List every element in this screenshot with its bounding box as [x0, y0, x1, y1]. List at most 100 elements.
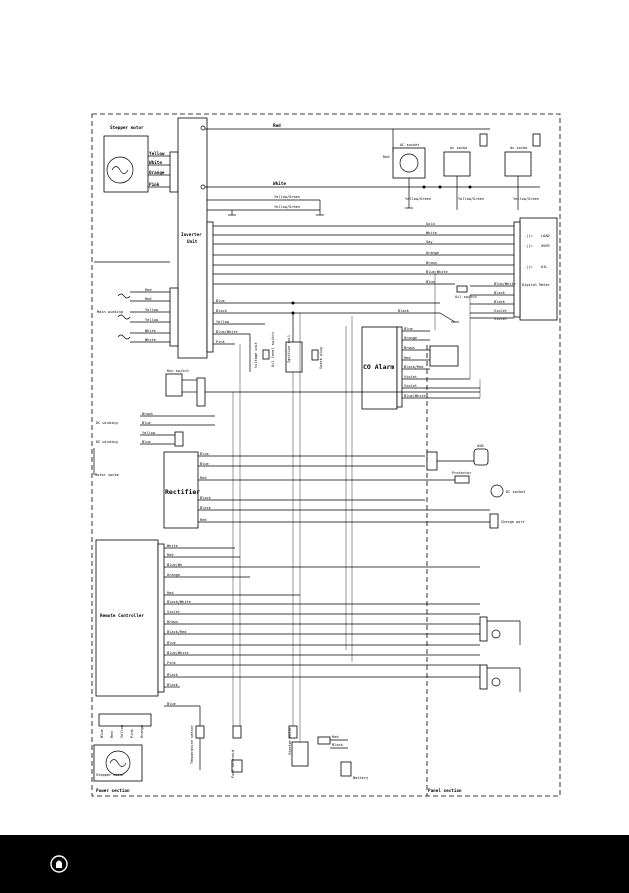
usb-port: USB: [426, 444, 489, 471]
co-wire-4: Red: [404, 356, 411, 360]
meter-led-mark-1: -||>: [524, 234, 533, 238]
meter-wire-5: Violet: [494, 317, 507, 321]
remote-right-switches: [479, 616, 521, 692]
black-wire-label: Black: [398, 309, 410, 313]
generator-block: Stepper motor Yellow White Orange Pink: [103, 125, 179, 193]
right-wires: Gold White Gay Orange Brown Blue/White B…: [213, 222, 520, 285]
dc-socket-a-label: dc socke: [450, 146, 467, 150]
rect-wire-1: Blue: [200, 452, 209, 456]
mw-wire-2: Red: [145, 297, 152, 301]
meter-wire-4: Violet: [494, 309, 507, 313]
ps-wire-1: Blue: [100, 729, 104, 738]
ps-wire-3: Yellow: [120, 724, 124, 738]
rwire-3: Gay: [426, 240, 433, 244]
meter-led-2: OVER: [541, 244, 550, 248]
co-wire-2: Orange: [404, 336, 417, 340]
trunk-wires: [232, 274, 481, 742]
rectifier-title: Rectifier: [165, 488, 200, 496]
rect-wire-6: Red: [200, 518, 207, 522]
part-spark: Spark plug: [319, 347, 323, 369]
gen-wire-2: White: [149, 160, 162, 166]
co-wire-6: Violet: [404, 375, 417, 379]
meter-led-mark-3: -||>: [524, 265, 533, 269]
dc-socket-a: dc socke Yellow/Green: [443, 146, 484, 210]
remote-wire-label: Brown: [167, 620, 178, 624]
dc-socket-a-yg: Yellow/Green: [458, 197, 484, 201]
top-wire-white: White: [273, 181, 286, 187]
inv-wire-4: Blue/White: [216, 330, 238, 334]
co-wire-1: Blue: [404, 327, 413, 331]
dc-socket-b-label: dc socke: [510, 146, 527, 150]
dc-socket-b-yg: Yellow/Green: [513, 197, 539, 201]
dcw2-wire-1: Yellow: [142, 431, 156, 435]
gen-wire-4: Pink: [149, 182, 160, 188]
battery-label: Battery: [353, 776, 369, 780]
inv-wire-5: Pink: [216, 340, 225, 344]
page-footer: [0, 835, 629, 893]
mw-wire-3: Yellow: [145, 308, 159, 312]
remote-wire-label: Violet: [167, 610, 180, 614]
dcw2-wire-2: Blue: [142, 440, 151, 444]
remote-wires: WhiteRedBlue/WhOrangeRedBlack/WhiteViole…: [164, 544, 480, 706]
meter-led-3: OIL: [541, 265, 548, 269]
inverter-lower-wires: Blue Black Yellow Blue/White Pink Black: [213, 299, 459, 345]
small-parts: Voltage unit Oil level switch Ignition c…: [249, 313, 323, 373]
dc-winding-label: DC winding: [96, 421, 118, 425]
co-wire-3: Brown: [404, 346, 415, 350]
charge-port: Charge port: [489, 513, 525, 529]
top-wires: Red White Yellow/Green Yellow/Green: [200, 123, 540, 216]
main-winding-label: Main winding: [97, 310, 123, 314]
bottom-black-label: Black: [332, 743, 344, 747]
ps-wire-4: Pink: [130, 729, 134, 738]
fuel-label: Fuel solenoid: [231, 750, 235, 778]
remote-wire-label: Black: [167, 683, 179, 687]
inv-wire-2: Black: [216, 309, 228, 313]
rectifier: Rectifier Blue Blue Red Black Black Red: [163, 451, 490, 529]
starter-label: Starter motor: [288, 726, 292, 755]
ac-socket-red: Red: [383, 155, 390, 159]
inverter-title-1: Inverter: [181, 232, 202, 238]
dc-socket-r-label: DC socket: [506, 490, 525, 494]
remote-controller: Remote Controller: [95, 539, 165, 697]
remote-bottom-wire-label: Blue: [167, 702, 176, 706]
remote-wire-label: Black: [167, 673, 179, 677]
digital-meter: Digital Meter -||> -||> -||> LOAD OVER O…: [470, 217, 558, 321]
remote-wire-label: Blue/Wh: [167, 563, 182, 567]
remote-wire-label: Blue: [167, 641, 176, 645]
remote-wire-label: Blue/White: [167, 651, 189, 655]
bottom-red-label: Red: [332, 735, 339, 739]
co-alarm: CO Alarm Blue Orange Brown Red Black/Red…: [361, 326, 480, 410]
dc-socket-r: DC socket: [490, 484, 525, 498]
rect-wire-3: Red: [200, 476, 207, 480]
dcw2-label: DC winding: [96, 440, 118, 444]
gen-wire-3: Orange: [149, 170, 165, 176]
oil-switch: Oil switch: [455, 285, 477, 299]
dc-socket-b: dc socke Yellow/Green: [479, 133, 541, 210]
power-socket: Blue Red Yellow Pink Orange Stepper moto…: [93, 713, 152, 794]
remote-title: Remote Controller: [100, 613, 144, 619]
co-wire-7: Violet: [404, 384, 417, 388]
remote-wire-label: Black/White: [167, 600, 191, 604]
meter-wire-2: Black: [494, 291, 506, 295]
ps-title: Stepper motor: [96, 773, 125, 777]
part-ignition: Ignition coil: [287, 335, 291, 363]
rwire-5: Brown: [426, 261, 437, 265]
top-wire-red: Red: [273, 123, 281, 129]
co-wire-5: Black/Red: [404, 365, 423, 369]
protector: Protector: [452, 471, 472, 484]
rect-wire-2: Blue: [200, 462, 209, 466]
remote-wire-label: Orange: [167, 573, 180, 577]
outer-frame: [91, 113, 561, 797]
co-wire-8: Blue/White: [404, 394, 426, 398]
part-voltage: Voltage unit: [254, 342, 258, 368]
dc-winding: DC winding Brown Blue DC winding Yellow …: [93, 412, 215, 477]
mw-wire-4: Yellow: [145, 318, 159, 322]
dcw-wire-2: Blue: [142, 421, 151, 425]
wiring-diagram: Stepper motor Yellow White Orange Pink I…: [91, 113, 561, 797]
top-wire-yg2: Yellow/Green: [274, 205, 300, 209]
mw-wire-5: White: [145, 329, 156, 333]
remote-wire-label: Red: [167, 553, 174, 557]
ac-socket-label: AC socket: [400, 143, 419, 147]
rwire-4: Orange: [426, 251, 439, 255]
dcw-wire-1: Brown: [142, 412, 153, 416]
